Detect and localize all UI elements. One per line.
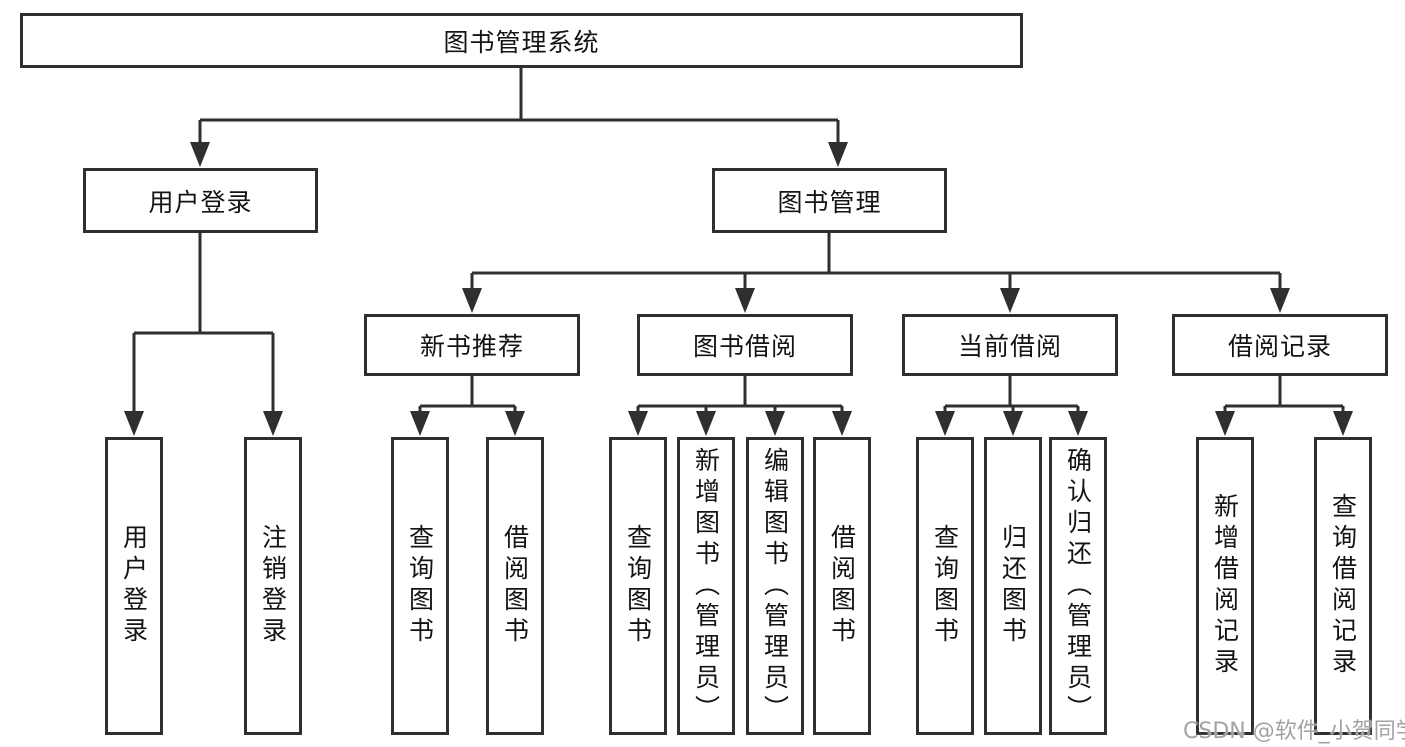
node-library-management-system: 图书管理系统 bbox=[20, 13, 1023, 68]
node-new-book-recommend: 新书推荐 bbox=[364, 314, 580, 376]
leaf-recommend-query-book: 查询图书 bbox=[391, 437, 449, 735]
leaf-borrow-add-book-admin: 新增图书（管理员） bbox=[677, 437, 735, 735]
node-book-management: 图书管理 bbox=[712, 168, 947, 233]
leaf-borrow-borrow-book: 借阅图书 bbox=[813, 437, 871, 735]
node-book-borrow: 图书借阅 bbox=[637, 314, 853, 376]
watermark-text: CSDN @软件_小贺同学 bbox=[1183, 719, 1405, 744]
node-user-login: 用户登录 bbox=[83, 168, 318, 233]
leaf-current-return-book: 归还图书 bbox=[984, 437, 1042, 735]
leaf-records-query-record: 查询借阅记录 bbox=[1314, 437, 1372, 735]
node-borrow-records: 借阅记录 bbox=[1172, 314, 1388, 376]
node-current-borrow: 当前借阅 bbox=[902, 314, 1118, 376]
leaf-borrow-query-book: 查询图书 bbox=[609, 437, 667, 735]
leaf-records-add-record: 新增借阅记录 bbox=[1196, 437, 1254, 735]
leaf-recommend-borrow-book: 借阅图书 bbox=[486, 437, 544, 735]
leaf-user-login: 用户登录 bbox=[105, 437, 163, 735]
leaf-current-query-book: 查询图书 bbox=[916, 437, 974, 735]
leaf-borrow-edit-book-admin: 编辑图书（管理员） bbox=[746, 437, 804, 735]
leaf-logout: 注销登录 bbox=[244, 437, 302, 735]
leaf-current-confirm-return-admin: 确认归还（管理员） bbox=[1049, 437, 1107, 735]
